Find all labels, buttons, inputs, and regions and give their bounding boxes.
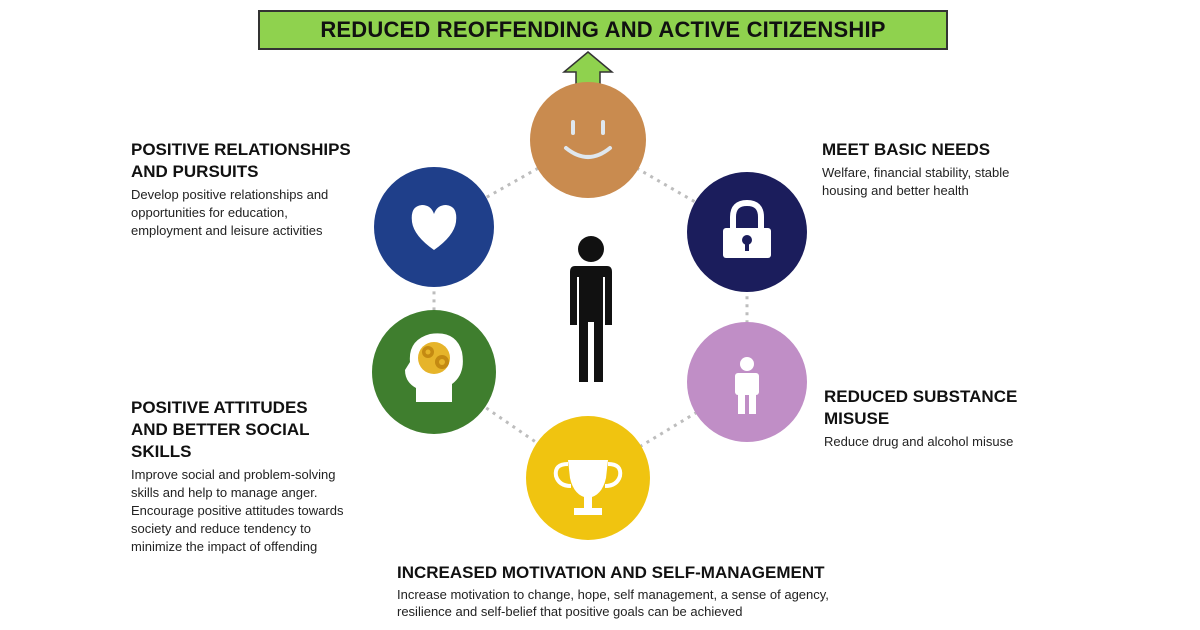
- node-motivation: [526, 416, 650, 540]
- node-attitudes: [372, 310, 496, 434]
- banner-title: REDUCED REOFFENDING AND ACTIVE CITIZENSH…: [320, 17, 886, 42]
- node-relationships: [374, 167, 494, 287]
- section-motivation: INCREASED MOTIVATION AND SELF-MANAGEMENT…: [397, 562, 957, 620]
- node-smile: [530, 82, 646, 198]
- central-person-icon: [570, 236, 612, 382]
- person-icon: [735, 357, 759, 414]
- relationships-description: Develop positive relationships and oppor…: [131, 187, 329, 238]
- trophy-icon: [553, 460, 623, 515]
- basic-needs-description: Welfare, financial stability, stable hou…: [822, 165, 1010, 198]
- basic-needs-heading: MEET BASIC NEEDS: [822, 140, 991, 159]
- node-substance: [687, 322, 807, 442]
- substance-description: Reduce drug and alcohol misuse: [824, 434, 1014, 449]
- node-basic-needs: [687, 172, 807, 292]
- relationships-heading: POSITIVE RELATIONSHIPS AND PURSUITS: [131, 140, 351, 181]
- attitudes-heading: POSITIVE ATTITUDES AND BETTER SOCIAL SKI…: [131, 398, 310, 461]
- section-substance: REDUCED SUBSTANCE MISUSE Reduce drug and…: [824, 386, 1084, 451]
- section-attitudes: POSITIVE ATTITUDES AND BETTER SOCIAL SKI…: [131, 397, 391, 556]
- substance-heading: REDUCED SUBSTANCE MISUSE: [824, 387, 1018, 428]
- smiley-face-icon: [564, 120, 612, 159]
- brain-gears-head-icon: [405, 333, 463, 402]
- section-relationships: POSITIVE RELATIONSHIPS AND PURSUITS Deve…: [131, 139, 401, 240]
- attitudes-description: Improve social and problem-solving skill…: [131, 467, 344, 554]
- motivation-heading: INCREASED MOTIVATION AND SELF-MANAGEMENT: [397, 563, 825, 582]
- motivation-description: Increase motivation to change, hope, sel…: [397, 587, 829, 619]
- heart-icon: [411, 205, 457, 250]
- section-basic-needs: MEET BASIC NEEDS Welfare, financial stab…: [822, 139, 1082, 200]
- padlock-icon: [723, 199, 771, 258]
- outcome-banner: REDUCED REOFFENDING AND ACTIVE CITIZENSH…: [258, 10, 948, 50]
